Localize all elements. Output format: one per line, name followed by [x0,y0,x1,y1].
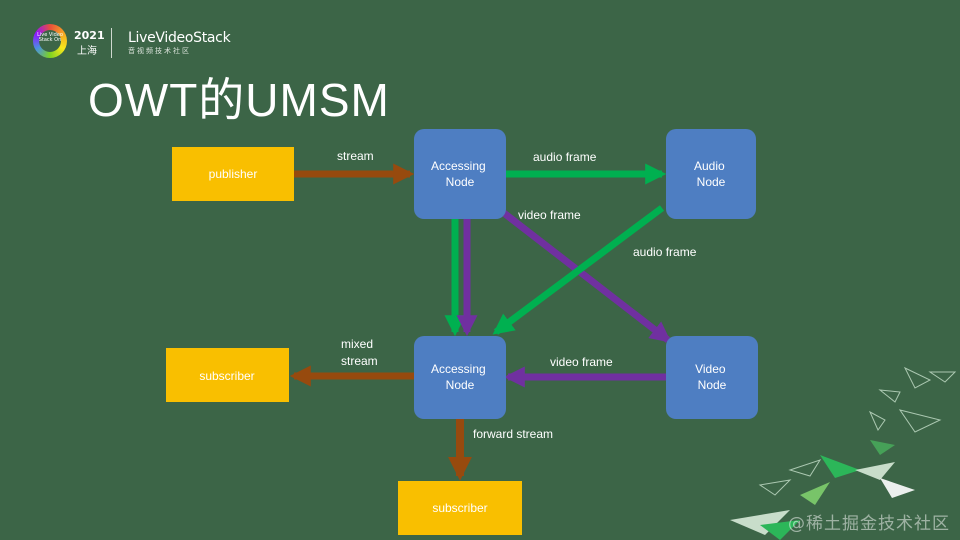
video-node-label: Video Node [695,362,729,392]
publisher-label: publisher [209,167,258,181]
video-node [666,336,758,419]
decorative-triangles [730,366,957,540]
arrow-audio-to-accessing-diag [492,205,665,335]
edge-label-forward-stream: forward stream [473,427,553,441]
edge-label-audio-frame-diag: audio frame [633,245,697,259]
conference-logo-icon [33,24,67,58]
slide-title: OWT的UMSM [88,74,390,126]
logo-divider [111,28,112,58]
subscriber-left-label: subscriber [199,369,254,383]
audio-node [666,129,756,219]
edge-label-mixed-stream: mixed stream [341,337,378,368]
accessing-node-bottom [414,336,506,419]
edge-label-video-frame-top: video frame [518,208,581,222]
accessing-node-top-label: Accessing Node [431,159,489,189]
brand-subtitle: 音视频技术社区 [128,47,191,55]
logo-badge-text: Live Video Stack On [37,32,63,43]
edge-label-audio-frame-top: audio frame [533,150,597,164]
edge-label-video-frame-bottom: video frame [550,355,613,369]
logo-city: 上海 [77,46,97,57]
arrow-accessing-to-video-diag [497,207,672,343]
subscriber-left-box [166,348,289,402]
subscriber-bottom-box [398,481,522,535]
subscriber-bottom-label: subscriber [432,501,487,515]
publisher-box [172,147,294,201]
audio-node-label: Audio Node [694,159,728,189]
accessing-node-top [414,129,506,219]
edge-label-stream: stream [337,149,374,163]
brand-name: LiveVideoStack [128,30,231,46]
accessing-node-bottom-label: Accessing Node [431,362,489,392]
logo-year: 2021 [74,29,105,42]
watermark: @稀土掘金技术社区 [788,514,950,534]
